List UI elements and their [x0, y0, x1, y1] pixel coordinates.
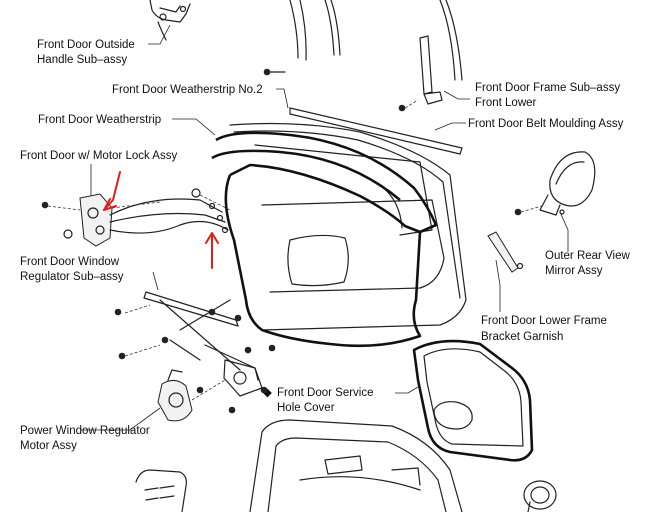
mirror-part — [514, 151, 596, 216]
service-hole-diamond-marker: ◆ — [263, 387, 273, 399]
speaker-part — [523, 480, 557, 512]
label-service-hole-line1: Front Door Service — [277, 387, 374, 399]
outside-handle-part — [149, 0, 191, 41]
label-regulator-line2: Regulator Sub–assy — [20, 271, 124, 283]
red-arrow-lock-head — [103, 198, 117, 211]
red-arrow-lock — [103, 171, 121, 211]
label-motor-lock: Front Door w/ Motor Lock Assy — [20, 150, 177, 162]
lower-frame-garnish-part — [487, 231, 524, 273]
window-switch-part — [135, 469, 187, 512]
label-outside-handle-line1: Front Door Outside — [37, 39, 135, 51]
label-belt-moulding: Front Door Belt Moulding Assy — [468, 118, 624, 130]
label-weatherstrip: Front Door Weatherstrip — [38, 114, 161, 126]
label-frame-front-lower-line1: Front Door Frame Sub–assy — [475, 82, 620, 94]
label-regulator-motor-line1: Power Window Regulator — [20, 425, 150, 437]
door-trim-part — [249, 419, 463, 512]
red-arrow-cable-head — [205, 232, 219, 244]
label-regulator-line1: Front Door Window — [20, 256, 120, 268]
red-annotation-arrows — [103, 171, 219, 269]
door-panel — [229, 122, 467, 331]
door-lock-part — [41, 188, 231, 247]
label-weatherstrip-no2: Front Door Weatherstrip No.2 — [112, 84, 263, 96]
label-mirror-line2: Mirror Assy — [545, 265, 603, 277]
label-service-hole-line2: Hole Cover — [277, 402, 335, 414]
label-frame-front-lower-line2: Front Lower — [475, 97, 537, 109]
label-outside-handle-line2: Handle Sub–assy — [37, 54, 127, 66]
leader-lines — [80, 24, 569, 431]
weatherstrip-part — [211, 131, 438, 348]
window-regulator-part — [114, 291, 276, 414]
label-lower-frame-garnish-line2: Bracket Garnish — [481, 331, 563, 343]
label-lower-frame-garnish-line1: Front Door Lower Frame — [481, 315, 607, 327]
regulator-motor-part — [157, 369, 226, 422]
label-mirror-line1: Outer Rear View — [545, 250, 630, 262]
belt-moulding-part — [289, 107, 463, 155]
label-regulator-motor-line2: Motor Assy — [20, 440, 77, 452]
window-frame-rails — [263, 0, 463, 112]
service-hole-cover-part — [412, 339, 534, 462]
